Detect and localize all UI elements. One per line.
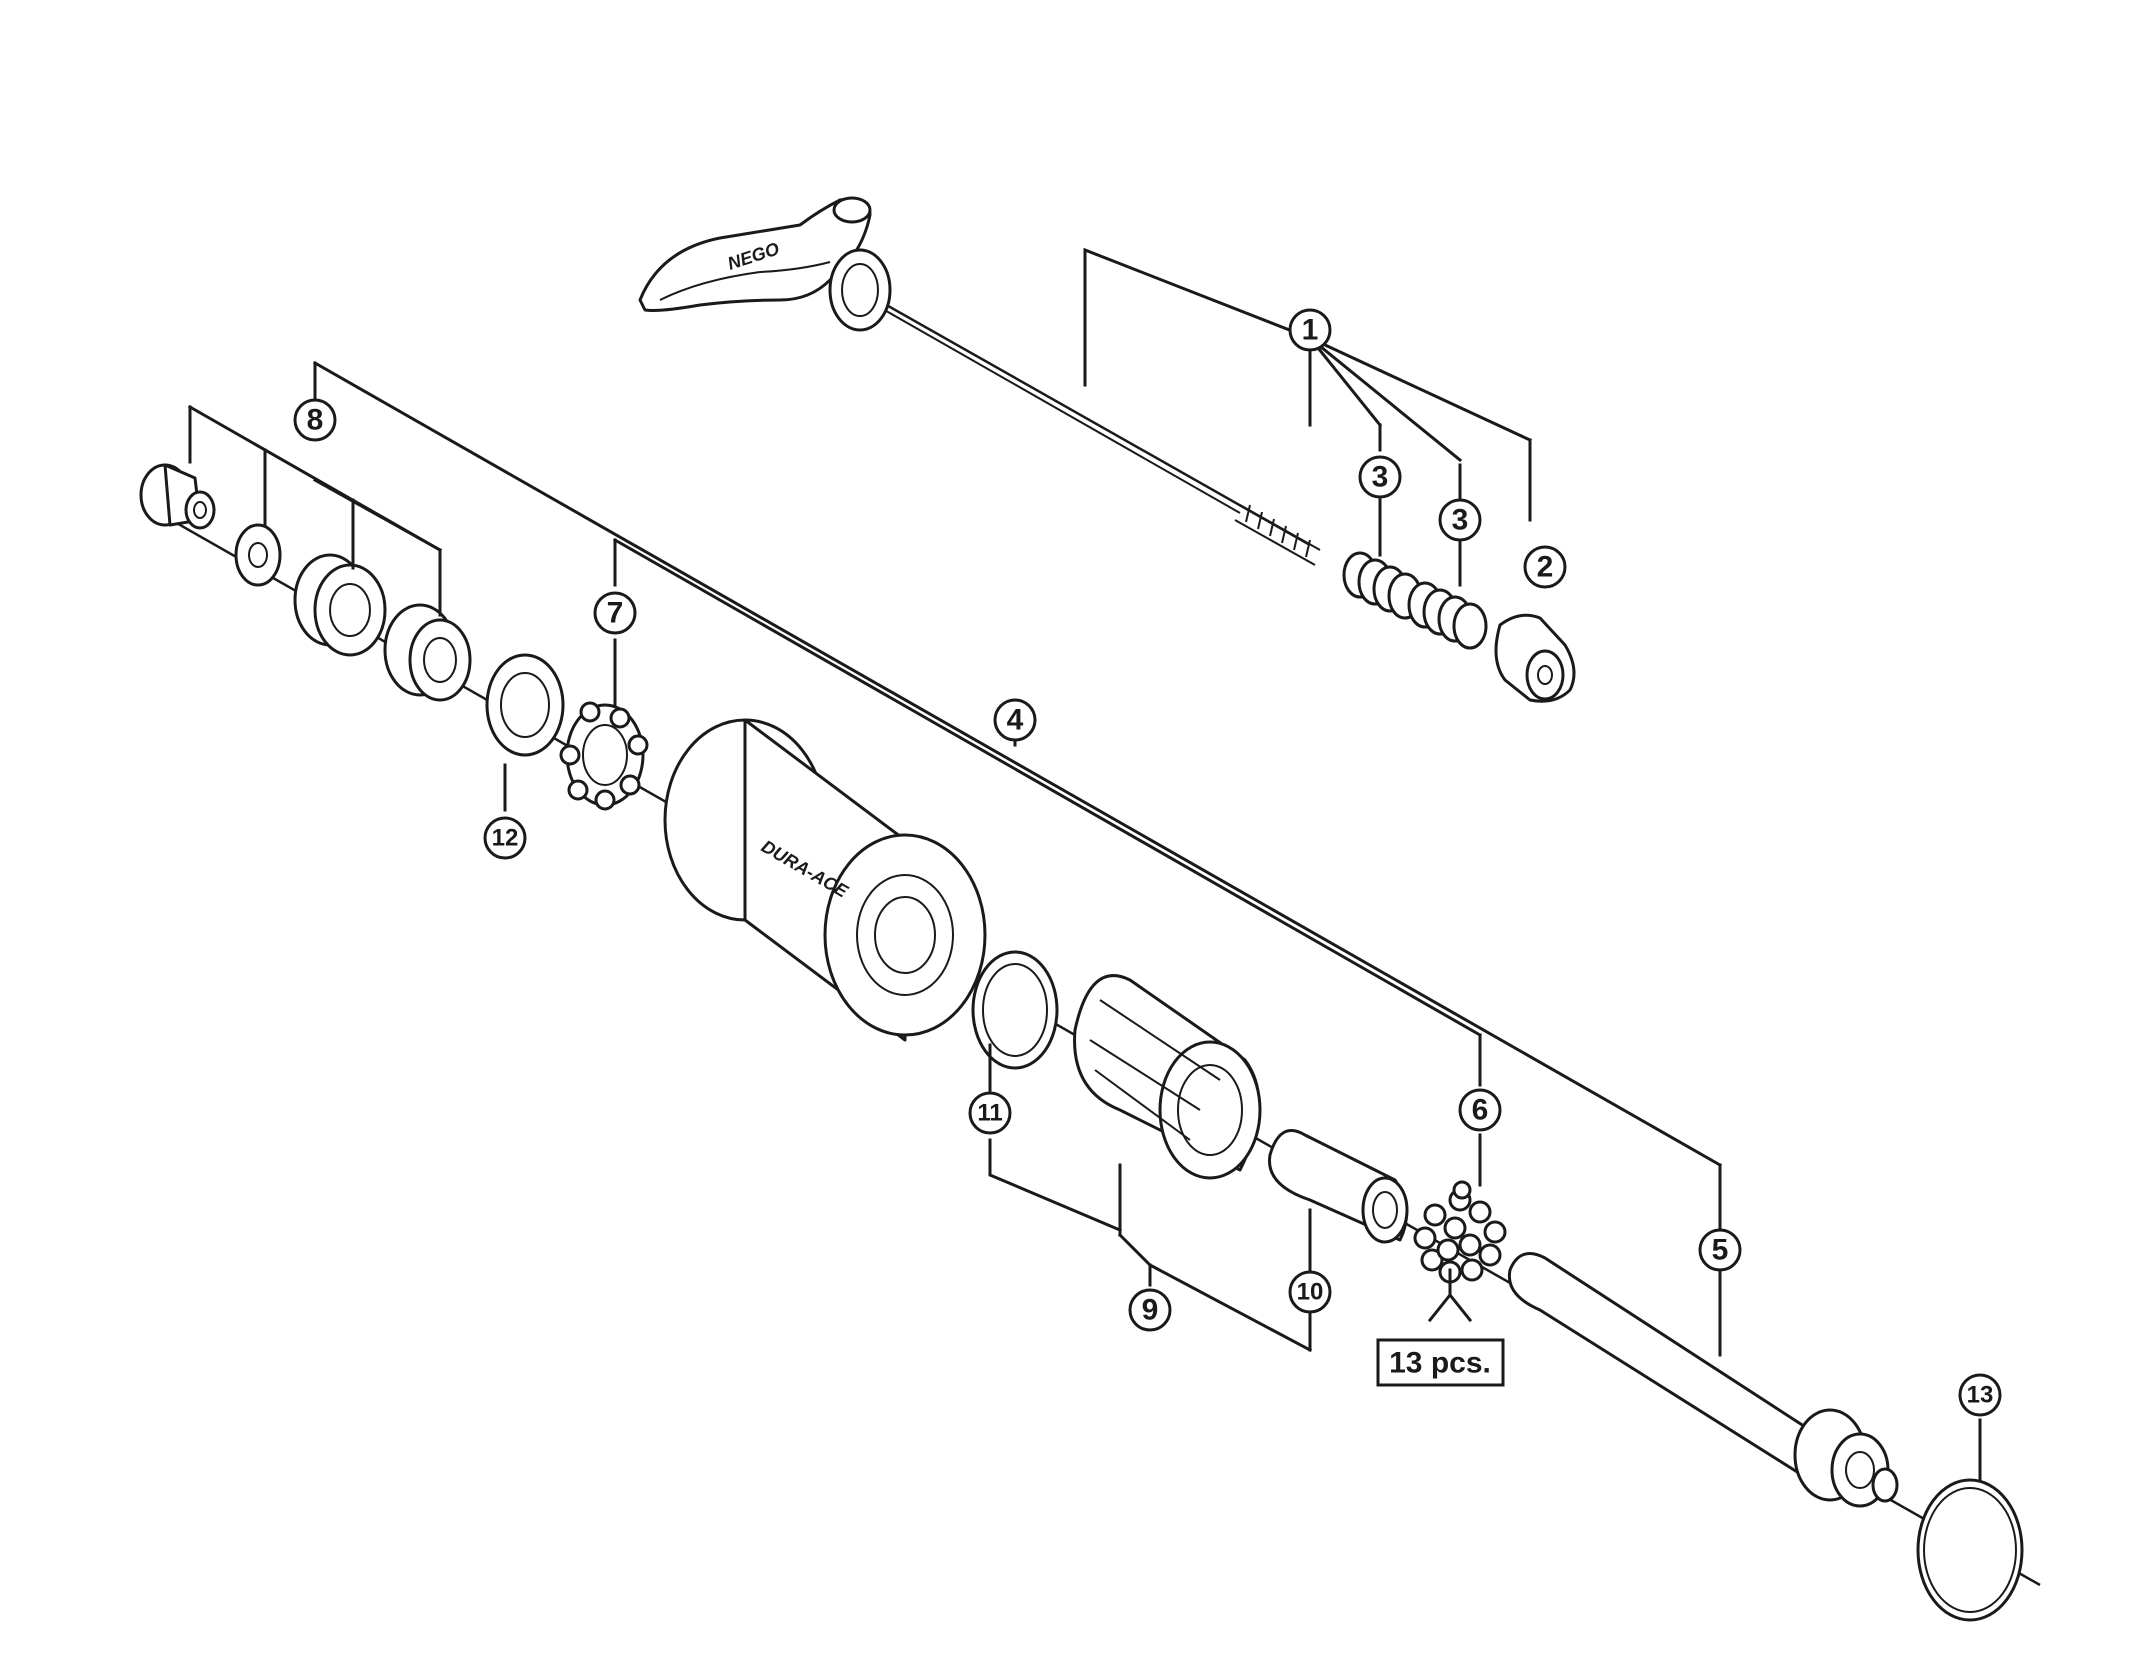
callout-11: 11 (968, 1091, 1012, 1135)
skewer-nut (1494, 613, 1576, 703)
spring-right (1407, 581, 1488, 650)
callout-13: 13 (1958, 1373, 2002, 1417)
callout-9: 9 (1128, 1288, 1172, 1332)
callout-4-label: 4 (1007, 704, 1024, 737)
skewer-thread (1245, 504, 1311, 558)
left-washer (234, 523, 282, 587)
spacer-ring (971, 950, 1059, 1070)
quantity-note: 13 pcs. (1376, 1338, 1505, 1387)
bearing-ring-left (559, 701, 649, 811)
callout-8: 8 (293, 398, 337, 442)
freehub-sleeve (1268, 1129, 1409, 1244)
callout-13-label: 13 (1967, 1382, 1994, 1409)
callout-2-label: 2 (1537, 551, 1554, 584)
callout-7-label: 7 (607, 597, 624, 630)
hub-body: DURA-ACE (663, 718, 987, 1042)
callout-5: 5 (1698, 1228, 1742, 1272)
callout-10: 10 (1288, 1270, 1332, 1314)
callout-12-label: 12 (492, 825, 519, 852)
quick-release-skewer: NEGO (638, 196, 1321, 566)
callout-1-label: 1 (1302, 314, 1319, 347)
callout-3a: 3 (1358, 455, 1402, 499)
o-ring (1916, 1478, 2024, 1622)
callout-11-label: 11 (977, 1100, 1002, 1127)
dust-cap (485, 653, 565, 757)
left-cone-nut (293, 553, 387, 657)
leader-lines (187, 247, 1982, 1482)
left-lock-nut (139, 463, 216, 530)
loose-balls (1413, 1180, 1507, 1284)
callout-5-label: 5 (1712, 1234, 1729, 1267)
callout-7: 7 (593, 591, 637, 635)
callout-10-label: 10 (1297, 1279, 1324, 1306)
callout-6-label: 6 (1472, 1094, 1489, 1127)
quantity-note-label: 13 pcs. (1389, 1347, 1491, 1380)
callout-4: 4 (993, 698, 1037, 742)
callout-3b: 3 (1438, 498, 1482, 542)
callout-2: 2 (1523, 545, 1567, 589)
callout-3b-label: 3 (1452, 504, 1469, 537)
callout-9-label: 9 (1142, 1294, 1159, 1327)
callout-3a-label: 3 (1372, 461, 1389, 494)
callout-8-label: 8 (307, 404, 324, 437)
hub-axle (1507, 1252, 1899, 1508)
freehub-body (1073, 974, 1262, 1180)
callout-6: 6 (1458, 1088, 1502, 1132)
left-cone (383, 603, 472, 702)
callout-1: 1 (1288, 308, 1332, 352)
callout-12: 12 (483, 816, 527, 860)
